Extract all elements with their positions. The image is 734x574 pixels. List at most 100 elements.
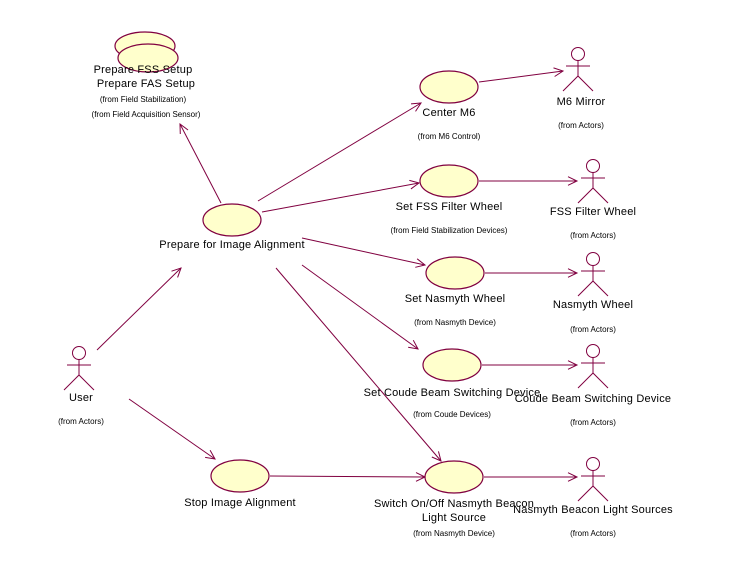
- use-case-ellipse-icon: [425, 256, 485, 290]
- use-case-stop-align[interactable]: [210, 459, 270, 493]
- actor-name: Nasmyth Beacon Light Sources: [513, 504, 673, 516]
- actor-package: (from Actors): [570, 231, 616, 240]
- association-line: [261, 182, 420, 213]
- use-case-name: Center M6: [422, 107, 476, 119]
- association-line: [275, 267, 442, 462]
- use-case-name: Switch On/Off Nasmyth Beacon: [373, 498, 535, 510]
- association-set_fss-to-fssfw[interactable]: [479, 176, 579, 186]
- actor-head-icon: [586, 457, 600, 471]
- actor-name: FSS Filter Wheel: [549, 206, 637, 218]
- use-case-name: Prepare FSS Setup: [93, 64, 193, 76]
- arrowhead-icon: [567, 268, 579, 278]
- actor-legs-icon: [63, 374, 95, 391]
- use-case-set-coude[interactable]: [422, 348, 482, 382]
- actor-legs-icon: [577, 372, 609, 389]
- arrowhead-icon: [410, 102, 422, 112]
- actor-head-icon: [586, 252, 600, 266]
- arrowhead-icon: [567, 360, 579, 370]
- use-case-center-m6[interactable]: [419, 70, 479, 104]
- arrowhead-icon: [408, 339, 419, 350]
- actor-coude[interactable]: [577, 344, 609, 389]
- arrowhead-icon: [567, 472, 579, 482]
- association-prep_align-to-set_fss[interactable]: [261, 179, 421, 213]
- use-case-switch-beacon[interactable]: [424, 460, 484, 494]
- use-case-set-fss[interactable]: [419, 164, 479, 198]
- use-case-name: Set Nasmyth Wheel: [404, 293, 506, 305]
- actor-beacon[interactable]: [577, 457, 609, 502]
- arrowhead-icon: [567, 176, 579, 186]
- use-case-ellipse-icon: [424, 460, 484, 494]
- actor-name: User: [68, 392, 94, 404]
- use-case-package: (from Field Stabilization Devices): [390, 226, 508, 235]
- association-line: [478, 70, 564, 83]
- association-prep_align-to-set_nas[interactable]: [301, 237, 427, 268]
- association-prep_align-to-center_m6[interactable]: [257, 102, 422, 202]
- use-case-package: (from Field Stabilization): [99, 95, 187, 104]
- actor-fssfw[interactable]: [577, 159, 609, 204]
- actor-package: (from Actors): [570, 418, 616, 427]
- association-switch_beacon-to-beacon[interactable]: [484, 472, 579, 482]
- association-prep_align-to-switch_beacon[interactable]: [275, 267, 442, 462]
- association-prep_align-to-set_coude[interactable]: [301, 264, 419, 350]
- use-case-name-line2: Light Source: [421, 512, 487, 524]
- actor-head-icon: [586, 344, 600, 358]
- association-stop_align-to-switch_beacon[interactable]: [269, 472, 427, 482]
- association-prep_align-to-prep_fas[interactable]: [179, 122, 222, 204]
- use-case-package: (from M6 Control): [417, 132, 481, 141]
- use-case-name: Prepare FAS Setup: [96, 78, 196, 90]
- actor-m6[interactable]: [562, 47, 594, 92]
- arrowhead-icon: [553, 67, 565, 77]
- use-case-ellipse-icon: [210, 459, 270, 493]
- actor-name: Coude Beam Switching Device: [514, 393, 672, 405]
- actor-legs-icon: [577, 485, 609, 502]
- arrowhead-icon: [431, 451, 442, 462]
- use-case-name: Prepare for Image Alignment: [159, 239, 305, 251]
- association-line: [269, 475, 426, 478]
- use-case-ellipse-icon: [419, 70, 479, 104]
- actor-nasw[interactable]: [577, 252, 609, 297]
- use-case-package: (from Nasmyth Device): [414, 318, 496, 327]
- actor-package: (from Actors): [570, 325, 616, 334]
- arrowhead-icon: [205, 450, 216, 460]
- association-user-to-stop_align[interactable]: [128, 398, 216, 460]
- association-line: [128, 398, 216, 460]
- association-set_coude-to-coude[interactable]: [482, 360, 579, 370]
- arrowhead-icon: [409, 179, 421, 190]
- use-case-prep-fas[interactable]: [117, 43, 179, 73]
- actor-legs-icon: [577, 280, 609, 297]
- association-line: [301, 237, 426, 266]
- association-set_nas-to-nasw[interactable]: [485, 268, 579, 278]
- actor-user[interactable]: [63, 346, 95, 391]
- actor-legs-icon: [577, 187, 609, 204]
- use-case-ellipse-icon: [419, 164, 479, 198]
- use-case-set-nas[interactable]: [425, 256, 485, 290]
- actor-name: Nasmyth Wheel: [552, 299, 634, 311]
- actor-head-icon: [571, 47, 585, 61]
- association-line: [301, 264, 419, 350]
- actor-package: (from Actors): [570, 529, 616, 538]
- arrowhead-icon: [179, 122, 189, 135]
- use-case-name: Set FSS Filter Wheel: [395, 201, 503, 213]
- use-case-ellipse-icon: [202, 203, 262, 237]
- association-line: [257, 102, 422, 202]
- use-case-ellipse-icon: [422, 348, 482, 382]
- actor-package: (from Actors): [58, 417, 104, 426]
- arrowhead-icon: [171, 267, 182, 278]
- association-line: [96, 267, 182, 351]
- use-case-package: (from Nasmyth Device): [413, 529, 495, 538]
- actor-head-icon: [72, 346, 86, 360]
- association-line: [179, 123, 222, 204]
- use-case-package: (from Coude Devices): [413, 410, 491, 419]
- association-center_m6-to-m6[interactable]: [478, 67, 565, 83]
- use-case-package: (from Field Acquisition Sensor): [91, 110, 201, 119]
- actor-legs-icon: [562, 75, 594, 92]
- actor-name: M6 Mirror: [556, 96, 606, 108]
- use-case-name: Stop Image Alignment: [184, 497, 296, 509]
- use-case-name: Set Coude Beam Switching Device: [363, 387, 541, 399]
- association-user-to-prep_align[interactable]: [96, 267, 182, 351]
- actor-package: (from Actors): [558, 121, 604, 130]
- use-case-prep-align[interactable]: [202, 203, 262, 237]
- actor-head-icon: [586, 159, 600, 173]
- use-case-ellipse-icon: [117, 43, 179, 73]
